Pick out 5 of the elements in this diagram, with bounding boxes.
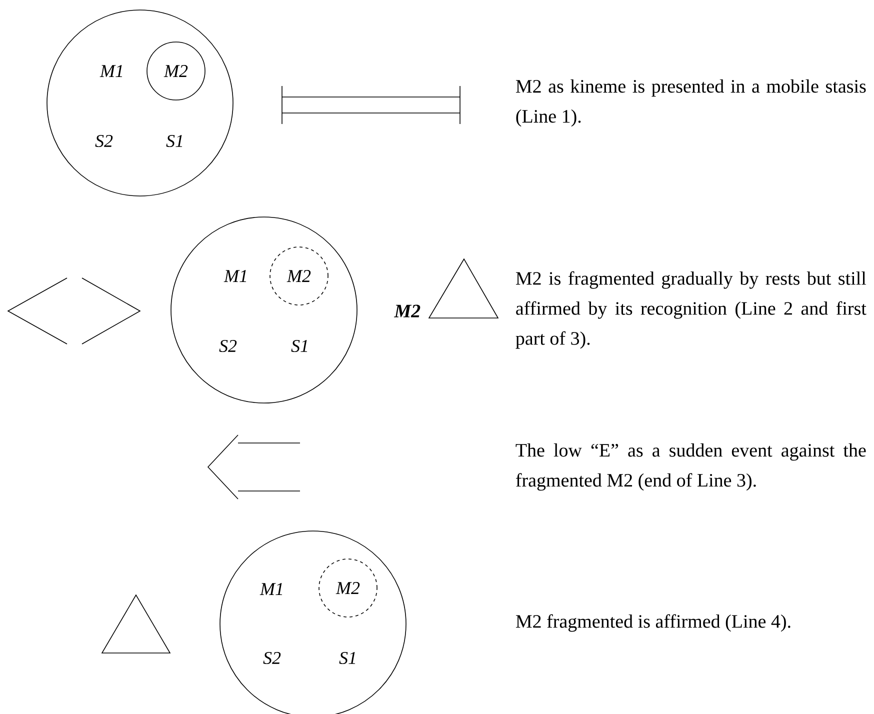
symbol-label: M2 bbox=[394, 304, 420, 318]
description-text: M2 as kineme is presented in a mobile stasis (Line 1). bbox=[516, 79, 866, 127]
description-text: M2 fragmented is affirmed (Line 4). bbox=[516, 614, 790, 632]
description-text: M2 is fragmented gradually by rests but still affirmed by its recognition (Line 2 and first part of 3). bbox=[516, 271, 866, 349]
description-text: The low “E” as a sudden event against the fragmented M2 (end of Line 3). bbox=[516, 443, 866, 491]
